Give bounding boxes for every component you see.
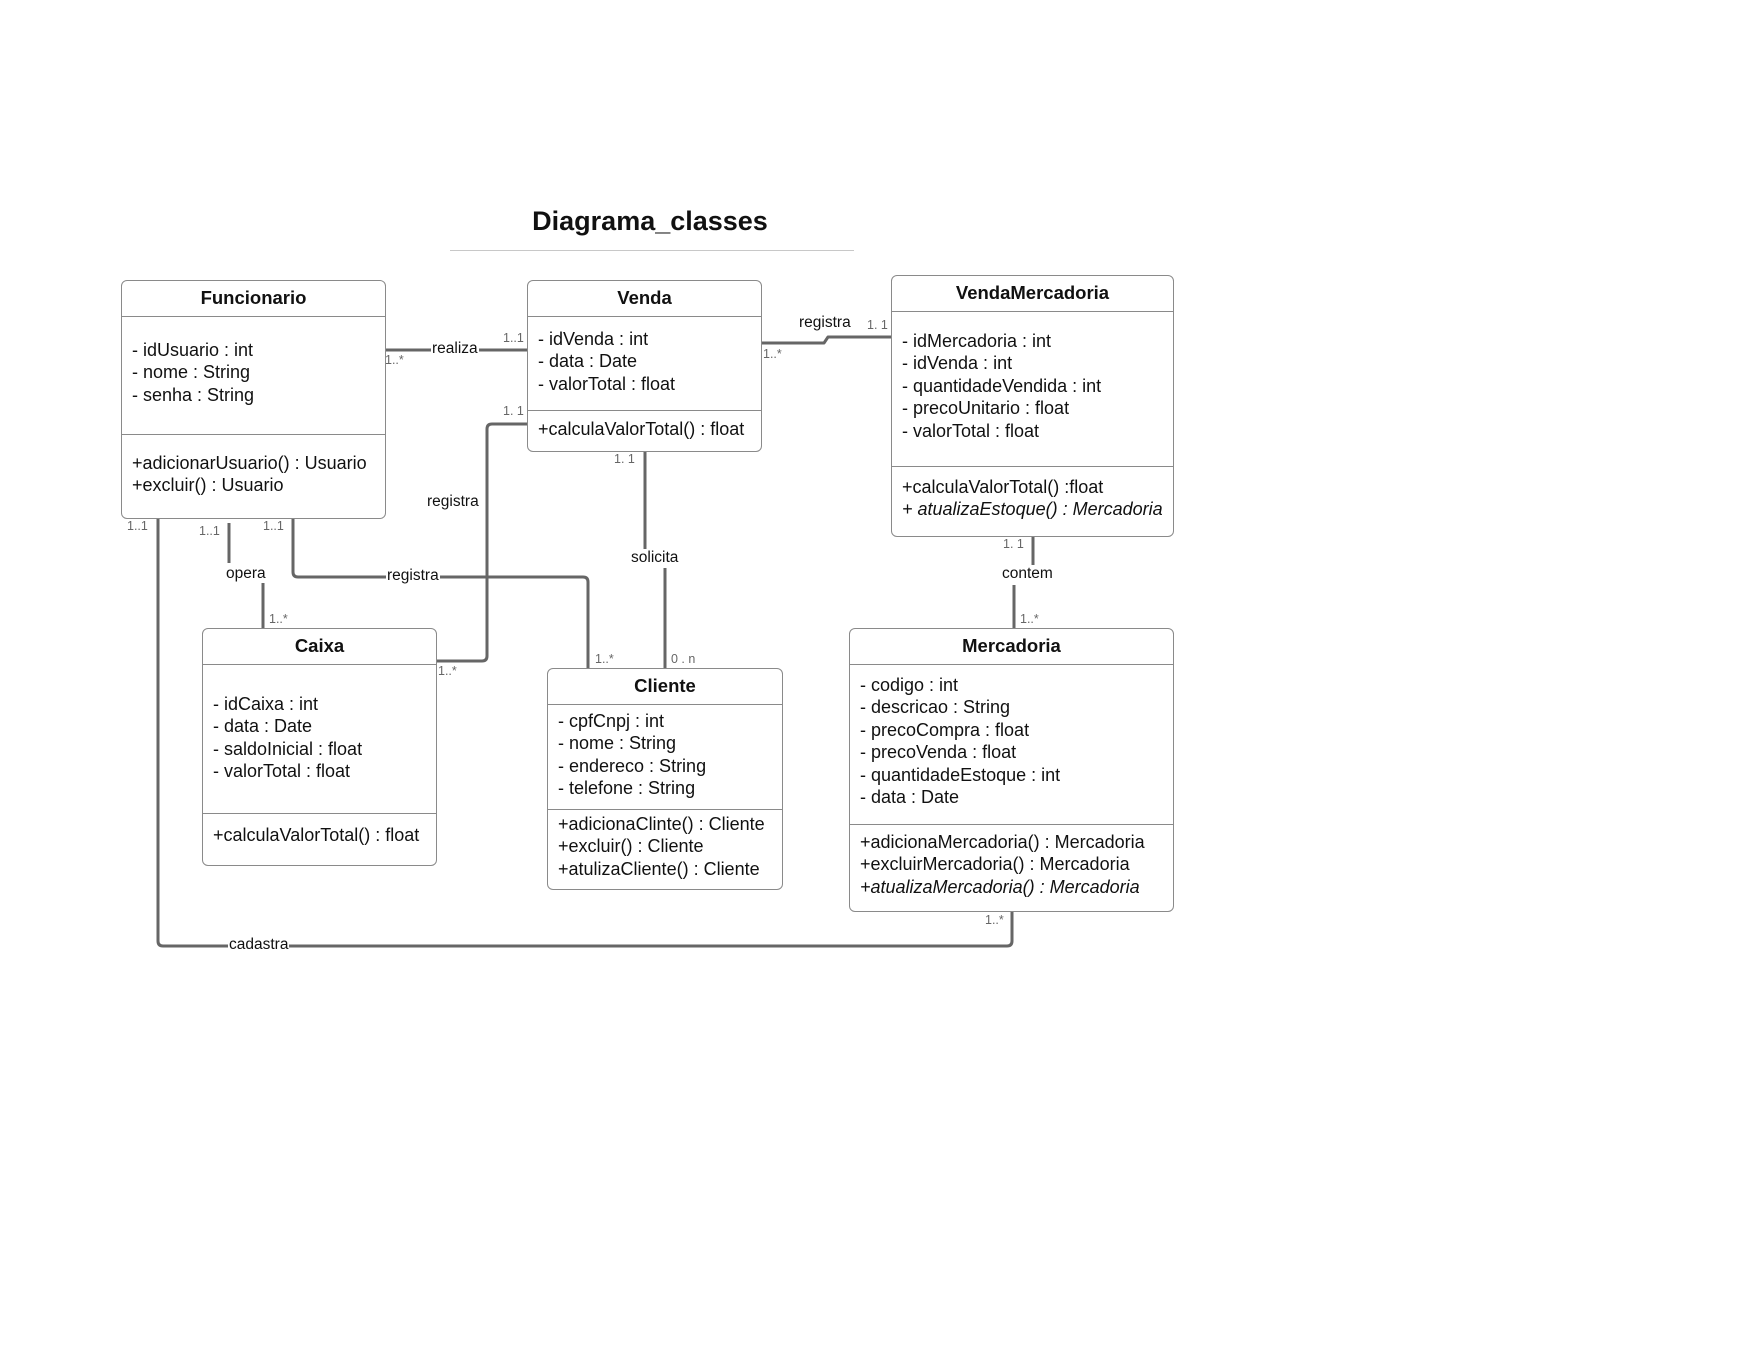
operation: +adicionarUsuario() : Usuario xyxy=(132,453,367,473)
attribute: - precoUnitario : float xyxy=(902,398,1070,419)
attributes-section: - idUsuario : int - nome : String - senh… xyxy=(122,317,385,435)
class-cliente[interactable]: Cliente - cpfCnpj : int - nome : String … xyxy=(547,668,783,890)
class-funcionario[interactable]: Funcionario - idUsuario : int - nome : S… xyxy=(121,280,386,519)
operations-section: +calculaValorTotal() : float xyxy=(528,411,761,440)
relation-label-solicita: solicita xyxy=(630,549,680,567)
multiplicity: 1. 1 xyxy=(503,404,524,418)
attributes-section: - idMercadoria : int - idVenda : int - q… xyxy=(892,312,1173,467)
attribute: - telefone : String xyxy=(558,778,696,799)
attribute: - quantidadeEstoque : int xyxy=(860,764,1061,785)
multiplicity: 1..1 xyxy=(503,331,524,345)
attribute: - idUsuario : int xyxy=(132,340,254,360)
attributes-section: - idVenda : int - data : Date - valorTot… xyxy=(528,317,761,411)
class-name: Venda xyxy=(528,281,761,317)
multiplicity: 1..* xyxy=(1020,612,1039,626)
operation: +adicionaMercadoria() : Mercadoria xyxy=(860,832,1145,852)
class-name: Caixa xyxy=(203,629,436,665)
attribute: - endereco : String xyxy=(558,755,707,776)
line-registra-caixa-venda xyxy=(437,422,527,663)
multiplicity: 0 . n xyxy=(671,652,696,666)
attribute: - idMercadoria : int xyxy=(902,331,1052,351)
operation: +adicionaClinte() : Cliente xyxy=(558,814,765,834)
attribute: - descricao : String xyxy=(860,697,1011,718)
attribute: - precoCompra : float xyxy=(860,719,1030,740)
attribute: - data : Date xyxy=(538,351,638,372)
class-name: VendaMercadoria xyxy=(892,276,1173,312)
multiplicity: 1. 1 xyxy=(1003,537,1024,551)
attribute: - data : Date xyxy=(860,787,960,808)
line-registra-func-cliente xyxy=(291,519,590,668)
relation-label-registra: registra xyxy=(426,493,480,511)
relation-label-registra: registra xyxy=(798,314,852,332)
relation-label-contem: contem xyxy=(1001,565,1054,583)
operations-section: +adicionaClinte() : Cliente +excluir() :… xyxy=(548,810,782,880)
attribute: - idVenda : int xyxy=(902,353,1013,374)
operation: +atulizaCliente() : Cliente xyxy=(558,858,760,879)
operation: +excluir() : Usuario xyxy=(132,475,284,496)
class-vendamercadoria[interactable]: VendaMercadoria - idMercadoria : int - i… xyxy=(891,275,1174,537)
line-cadastra xyxy=(156,519,1014,948)
operations-section: +adicionarUsuario() : Usuario +excluir()… xyxy=(122,435,385,497)
multiplicity: 1..* xyxy=(763,347,782,361)
attribute: - cpfCnpj : int xyxy=(558,711,665,731)
attribute: - senha : String xyxy=(132,384,255,405)
attribute: - nome : String xyxy=(132,362,251,383)
multiplicity: 1. 1 xyxy=(614,452,635,466)
multiplicity: 1..* xyxy=(269,612,288,626)
operation: + atualizaEstoque() : Mercadoria xyxy=(902,499,1163,520)
attribute: - valorTotal : float xyxy=(213,761,351,782)
attributes-section: - cpfCnpj : int - nome : String - endere… xyxy=(548,705,782,810)
attributes-section: - idCaixa : int - data : Date - saldoIni… xyxy=(203,665,436,814)
attribute: - precoVenda : float xyxy=(860,742,1017,763)
multiplicity: 1..1 xyxy=(263,519,284,533)
multiplicity: 1..* xyxy=(985,913,1004,927)
class-venda[interactable]: Venda - idVenda : int - data : Date - va… xyxy=(527,280,762,452)
class-name: Mercadoria xyxy=(850,629,1173,665)
title-underline xyxy=(450,250,854,251)
class-caixa[interactable]: Caixa - idCaixa : int - data : Date - sa… xyxy=(202,628,437,866)
attribute: - idVenda : int xyxy=(538,329,649,349)
attribute: - valorTotal : float xyxy=(538,373,676,394)
class-name: Funcionario xyxy=(122,281,385,317)
relation-label-realiza: realiza xyxy=(431,340,479,358)
operation: +excluirMercadoria() : Mercadoria xyxy=(860,854,1130,875)
multiplicity: 1..1 xyxy=(127,519,148,533)
attribute: - codigo : int xyxy=(860,675,959,695)
line-registra-venda-vm xyxy=(762,335,891,345)
multiplicity: 1. 1 xyxy=(867,318,888,332)
attribute: - data : Date xyxy=(213,716,313,737)
operation: +calculaValorTotal() :float xyxy=(902,477,1104,497)
class-mercadoria[interactable]: Mercadoria - codigo : int - descricao : … xyxy=(849,628,1174,912)
multiplicity: 1..* xyxy=(385,353,404,367)
attributes-section: - codigo : int - descricao : String - pr… xyxy=(850,665,1173,825)
attribute: - nome : String xyxy=(558,733,677,754)
operation: +calculaValorTotal() : float xyxy=(213,825,420,845)
class-name: Cliente xyxy=(548,669,782,705)
operation: +calculaValorTotal() : float xyxy=(538,419,745,439)
relation-label-cadastra: cadastra xyxy=(228,936,290,954)
operations-section: +adicionaMercadoria() : Mercadoria +excl… xyxy=(850,825,1173,898)
attribute: - idCaixa : int xyxy=(213,694,319,714)
relation-label-registra: registra xyxy=(386,567,440,585)
operation: +excluir() : Cliente xyxy=(558,836,704,857)
diagram-title: Diagrama_classes xyxy=(532,206,768,236)
multiplicity: 1..1 xyxy=(199,524,220,538)
attribute: - saldoInicial : float xyxy=(213,738,363,759)
attribute: - quantidadeVendida : int xyxy=(902,375,1102,396)
multiplicity: 1..* xyxy=(595,652,614,666)
operations-section: +calculaValorTotal() :float + atualizaEs… xyxy=(892,467,1173,521)
attribute: - valorTotal : float xyxy=(902,420,1040,441)
multiplicity: 1..* xyxy=(438,664,457,678)
operation: +atualizaMercadoria() : Mercadoria xyxy=(860,876,1140,897)
relation-label-opera: opera xyxy=(225,565,267,583)
operations-section: +calculaValorTotal() : float xyxy=(203,814,436,846)
